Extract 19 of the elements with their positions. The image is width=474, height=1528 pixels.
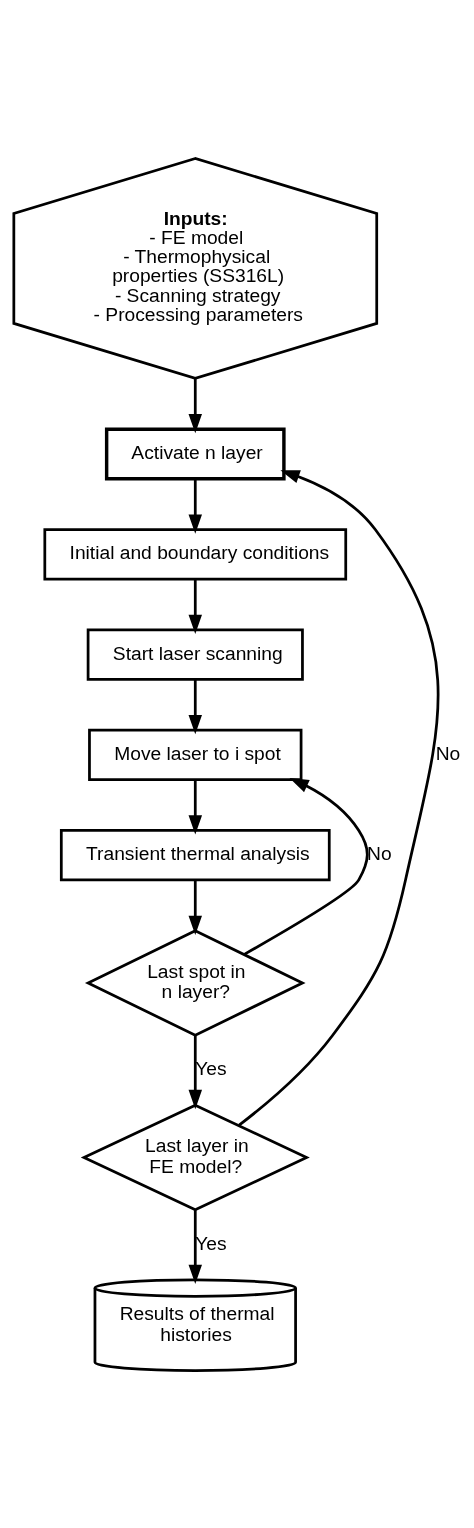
node-box: Move laser to i spot [88,728,303,781]
edge-label: No [367,842,392,864]
node-box: Transient thermal analysis [59,828,331,881]
arrow [188,779,202,835]
arrow [188,478,202,534]
node-box: Activate n layer [104,427,286,480]
node-box: Start laser scanning [86,628,304,681]
node-box: Initial and boundary conditions [43,527,348,580]
arrow [238,469,440,1126]
node-diamond: Last spot in n layer? [84,928,306,1037]
arrow [188,1209,202,1284]
node-diamond: Last layer in FE model? [80,1103,310,1211]
arrow [243,777,369,956]
arrow [188,378,202,433]
arrow [188,578,202,634]
arrow [188,1034,202,1109]
edge-label: No [435,742,461,764]
arrow [188,879,202,935]
arrow [188,679,202,734]
